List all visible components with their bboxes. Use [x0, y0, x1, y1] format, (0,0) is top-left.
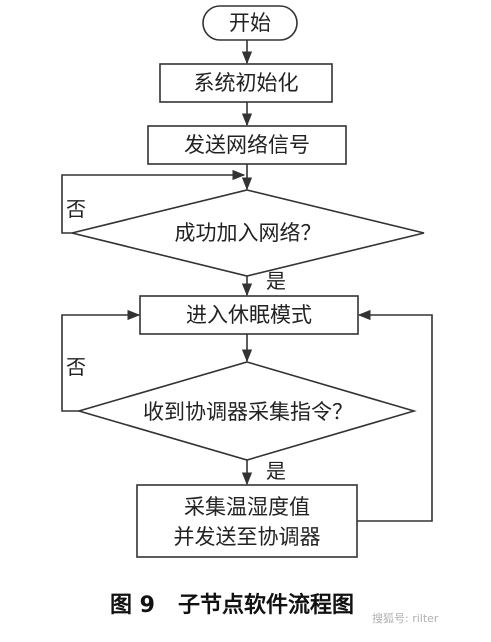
yes-label-command: 是 — [266, 459, 286, 483]
loop-no-join — [61, 169, 246, 234]
init-label: 系统初始化 — [194, 71, 299, 95]
watermark: 搜狐号: rilter — [372, 611, 439, 625]
send-signal-label: 发送网络信号 — [184, 133, 310, 157]
collect-label-line2: 并发送至协调器 — [174, 525, 321, 549]
no-label-join: 否 — [66, 197, 86, 221]
loop-no-command — [61, 309, 141, 412]
loop-after-send — [357, 309, 433, 522]
join-decision-label: 成功加入网络？ — [175, 221, 322, 245]
collect-label-line1: 采集温湿度值 — [184, 495, 310, 519]
no-label-command: 否 — [66, 355, 86, 379]
figure-caption: 图 9 子节点软件流程图 — [110, 592, 354, 618]
collect-decision-label: 收到协调器采集指令？ — [143, 400, 353, 424]
yes-label-join: 是 — [266, 269, 286, 293]
sleep-label: 进入休眠模式 — [186, 303, 312, 327]
start-terminal — [202, 5, 298, 41]
start-label: 开始 — [229, 11, 271, 35]
